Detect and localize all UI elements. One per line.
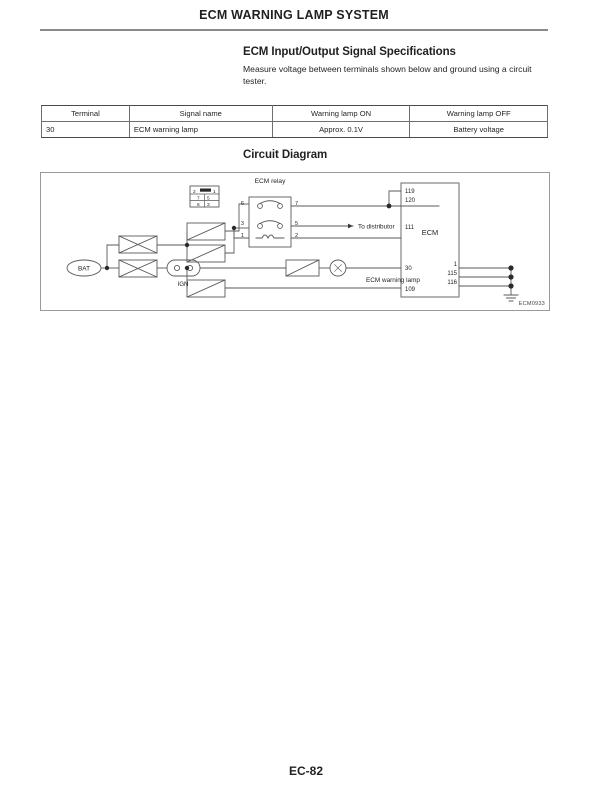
ecm-terminal-1: 1: [454, 262, 458, 268]
relay-contact-3: [257, 223, 263, 229]
junction-ground-1: [508, 265, 514, 271]
wire-fuse2-out: [224, 227, 235, 254]
junction-battery: [104, 265, 110, 271]
connector-pin-grid: [189, 193, 220, 208]
ecm-label: ECM: [422, 228, 438, 237]
figure-id: ECM0933: [518, 301, 545, 307]
connector-pin-2: 2: [193, 189, 196, 195]
junction-ground-116: [508, 283, 514, 289]
ground-symbol: [503, 294, 519, 302]
ecm-relay-box: [248, 196, 292, 248]
ecm-terminal-labels-left: 119 120 111 30 109: [405, 189, 416, 293]
fuse-1-slash: [186, 222, 226, 241]
fusible-link-1-x: [118, 235, 158, 254]
ecm-terminal-119: 119: [405, 189, 415, 195]
ignition-contact-left: [173, 264, 181, 272]
warning-lamp-filament: [334, 264, 342, 272]
spec-section-body: Measure voltage between terminals shown …: [243, 64, 532, 87]
fusible-link-2-x: [118, 259, 158, 278]
connector-pin-6: 6: [197, 202, 200, 208]
relay-contact-7: [277, 203, 283, 209]
spec-section-title: ECM Input/Output Signal Specifications: [243, 46, 456, 58]
connector-pin-1: 1: [213, 189, 216, 195]
relay-pin-1: 1: [241, 233, 244, 239]
relay-pin-5: 5: [295, 221, 298, 227]
fusible-link-1: [118, 235, 158, 254]
relay-contact-5: [277, 223, 283, 229]
column-header-terminal: Terminal: [41, 105, 130, 122]
cell-lamp-off: Battery voltage: [409, 121, 548, 138]
column-header-signal-name: Signal name: [128, 105, 273, 122]
ecm-terminal-30: 30: [405, 266, 412, 272]
fuse-3: [186, 279, 226, 298]
ecm-terminal-labels-right: 1 115 116: [447, 262, 457, 286]
ecm-terminal-116: 116: [447, 280, 457, 286]
relay-pin-6: 6: [241, 201, 244, 207]
junction-relay-coil: [231, 225, 237, 231]
fuse-2: [186, 244, 226, 263]
circuit-section-title: Circuit Diagram: [243, 149, 328, 161]
fuse-4-slash: [285, 259, 320, 277]
junction-dots: [104, 203, 514, 289]
relay-coil: [261, 234, 275, 240]
connector-pin-labels: 2 1 7 5 6 3: [193, 189, 216, 208]
ignition-label: IGN: [177, 281, 188, 288]
cell-lamp-on: Approx. 0.1V: [271, 121, 411, 138]
page-header: ECM WARNING LAMP SYSTEM: [40, 8, 548, 22]
circuit-diagram: BAT IGN ECM relay ECM ECM warning lamp T…: [40, 172, 550, 311]
header-divider: [40, 29, 548, 31]
fuse-2-slash: [186, 244, 226, 263]
battery-label: BAT: [78, 266, 90, 273]
ecm-terminal-111: 111: [405, 225, 415, 231]
ecm-terminal-120: 120: [405, 198, 416, 204]
wire-relay-pin1: [233, 227, 250, 239]
junction-ign-bus: [184, 265, 190, 271]
cell-signal-name: ECM warning lamp: [128, 121, 273, 138]
relay-pin-7: 7: [295, 201, 298, 207]
warning-lamp-label: ECM warning lamp: [366, 277, 420, 284]
relay-contact-6: [257, 203, 263, 209]
circuit-section: Circuit Diagram: [243, 149, 548, 161]
ecm-terminal-109: 109: [405, 287, 416, 293]
ecm-terminal-115: 115: [447, 271, 457, 277]
to-distributor-label: To distributor: [358, 224, 395, 231]
relay-pin-3: 3: [241, 221, 244, 227]
ecm-box: [400, 182, 460, 298]
circuit-diagram-svg: BAT IGN ECM relay ECM ECM warning lamp T…: [66, 178, 519, 302]
wire-ecm-119: [388, 190, 402, 207]
fuse-3-slash: [186, 279, 226, 298]
page-footer: EC-82: [0, 762, 612, 780]
to-distributor-arrow: [348, 223, 353, 229]
relay-bridge-lower: [259, 220, 281, 225]
connector-pin-7: 7: [197, 196, 200, 202]
column-header-lamp-off: Warning lamp OFF: [409, 105, 548, 122]
page-number: EC-82: [288, 764, 323, 778]
connector-pin-3: 3: [207, 202, 210, 208]
relay-pin-labels: 6 7 3 5 1 2: [241, 201, 298, 239]
table-row: 30 ECM warning lamp Approx. 0.1V Battery…: [41, 121, 548, 138]
junction-fuse-bus: [184, 242, 190, 248]
wire-bat-up: [106, 244, 120, 269]
connector-pin-5: 5: [207, 196, 210, 202]
cell-terminal: 30: [41, 121, 130, 138]
column-header-lamp-on: Warning lamp ON: [271, 105, 411, 122]
relay-bridge-upper: [259, 200, 281, 205]
spec-section: ECM Input/Output Signal Specifications M…: [243, 46, 548, 87]
junction-ecm-119: [386, 203, 392, 209]
relay-pin-2: 2: [295, 233, 298, 239]
wire-fuse1-out: [224, 203, 240, 232]
spec-table: Terminal Signal name Warning lamp ON War…: [41, 105, 548, 138]
fusible-link-2: [118, 259, 158, 278]
page-title: ECM WARNING LAMP SYSTEM: [199, 8, 389, 22]
connector-pin-bar: [200, 188, 211, 192]
relay-label: ECM relay: [255, 178, 286, 185]
table-header-row: Terminal Signal name Warning lamp ON War…: [41, 105, 548, 122]
junction-ground-115: [508, 274, 514, 280]
